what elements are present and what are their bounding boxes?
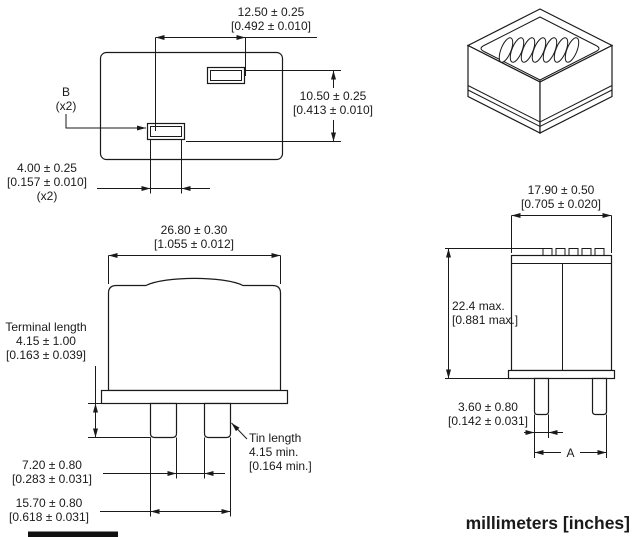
dim-sideview-pin-width-mm: 3.60 ± 0.80 (458, 400, 518, 414)
side-view-base-flange (507, 369, 616, 380)
front-view-drawing: 26.80 ± 0.30 [1.055 ± 0.012] Terminal le… (5, 223, 311, 524)
dim-pin-gap-in: [0.283 ± 0.031] (12, 472, 92, 486)
dim-sideview-depth-in: [0.705 ± 0.020] (521, 197, 601, 211)
side-view-drawing: 17.90 ± 0.50 [0.705 ± 0.020] 22.4 max. [… (445, 183, 616, 460)
dim-group-terminal-width: 4.00 ± 0.25 [0.157 ± 0.010] (x2) (7, 139, 210, 203)
label-terminal-b: B (62, 85, 70, 99)
dim-group-terminal-pitch-y: 10.50 ± 0.25 [0.413 ± 0.010] (186, 70, 373, 142)
front-view-body (107, 277, 282, 392)
isometric-view-drawing (466, 8, 614, 134)
dim-group-terminal-pitch-x: 12.50 ± 0.25 [0.492 ± 0.010] (155, 5, 317, 131)
dim-sideview-depth-mm: 17.90 ± 0.50 (528, 183, 595, 197)
iso-coil-winding (498, 37, 580, 63)
dim-group-body-height: 22.4 max. [0.881 max.] (445, 248, 543, 379)
side-view-body (510, 254, 613, 372)
dim-tin-length-in: [0.164 min.] (249, 459, 312, 473)
label-tin-length: Tin length (249, 431, 301, 445)
dim-topview-pitch-y-mm: 10.50 ± 0.25 (300, 89, 367, 103)
dim-terminal-length-in: [0.163 ± 0.039] (6, 348, 86, 362)
dim-pin-span-mm: 15.70 ± 0.80 (16, 496, 83, 510)
dim-sideview-height-in: [0.881 max.] (452, 313, 518, 327)
label-dim-a: A (566, 446, 574, 460)
dim-topview-terminal-width-in: [0.157 ± 0.010] (7, 175, 87, 189)
dim-group-pin-span: 15.70 ± 0.80 [0.618 ± 0.031] (9, 437, 231, 524)
side-view-component (507, 248, 616, 416)
dim-topview-terminal-width-qty: (x2) (37, 189, 58, 203)
label-group-terminal-b: B (x2) (56, 85, 146, 131)
dim-terminal-length-mm: 4.15 ± 1.00 (16, 334, 76, 348)
label-terminal-b-qty: (x2) (56, 99, 77, 113)
front-view-base-flange (100, 389, 289, 405)
iso-base-seam (467, 85, 613, 123)
units-note: millimeters [inches] (466, 513, 630, 533)
dim-frontview-body-width-mm: 26.80 ± 0.30 (161, 223, 228, 237)
dim-group-terminal-length: Terminal length 4.15 ± 1.00 [0.163 ± 0.0… (5, 320, 151, 438)
dim-frontview-body-width-in: [1.055 ± 0.012] (154, 237, 234, 251)
dim-topview-pitch-y-in: [0.413 ± 0.010] (293, 103, 373, 117)
dim-topview-terminal-width-mm: 4.00 ± 0.25 (17, 161, 77, 175)
front-view-right-terminal (203, 402, 232, 439)
dim-group-body-width: 26.80 ± 0.30 [1.055 ± 0.012] (108, 223, 281, 284)
dim-group-body-depth: 17.90 ± 0.50 [0.705 ± 0.020] (511, 183, 612, 253)
dim-group-tin-length: Tin length 4.15 min. [0.164 min.] (231, 422, 312, 473)
terminal-b-leader-line (65, 114, 146, 131)
bottom-edge-artifact (28, 531, 118, 537)
top-view-drawing: 12.50 ± 0.25 [0.492 ± 0.010] 10.50 ± 0.2… (7, 5, 373, 203)
dim-sideview-height-mm: 22.4 max. (452, 299, 505, 313)
dim-topview-pitch-x-mm: 12.50 ± 0.25 (238, 5, 305, 19)
iso-right-face (539, 44, 613, 134)
top-view-body (99, 51, 284, 161)
tin-length-leader-line (231, 422, 248, 440)
front-view-left-terminal (149, 402, 178, 439)
dim-topview-pitch-x-in: [0.492 ± 0.010] (231, 19, 311, 33)
label-terminal-length: Terminal length (5, 320, 86, 334)
side-view-left-pin (533, 377, 550, 416)
dim-group-a: A (534, 414, 607, 460)
dim-group-pin-width: 3.60 ± 0.80 [0.142 ± 0.031] (448, 400, 563, 438)
dim-pin-span-in: [0.618 ± 0.031] (9, 510, 89, 524)
top-view-terminal-1 (206, 66, 246, 85)
dim-sideview-pin-width-in: [0.142 ± 0.031] (448, 414, 528, 428)
dim-pin-gap-mm: 7.20 ± 0.80 (22, 458, 82, 472)
side-view-right-pin (591, 377, 608, 416)
dim-group-pin-gap: 7.20 ± 0.80 [0.283 ± 0.031] (12, 437, 225, 486)
dim-tin-length-mm: 4.15 min. (249, 445, 298, 459)
top-view-terminal-2 (146, 122, 186, 141)
